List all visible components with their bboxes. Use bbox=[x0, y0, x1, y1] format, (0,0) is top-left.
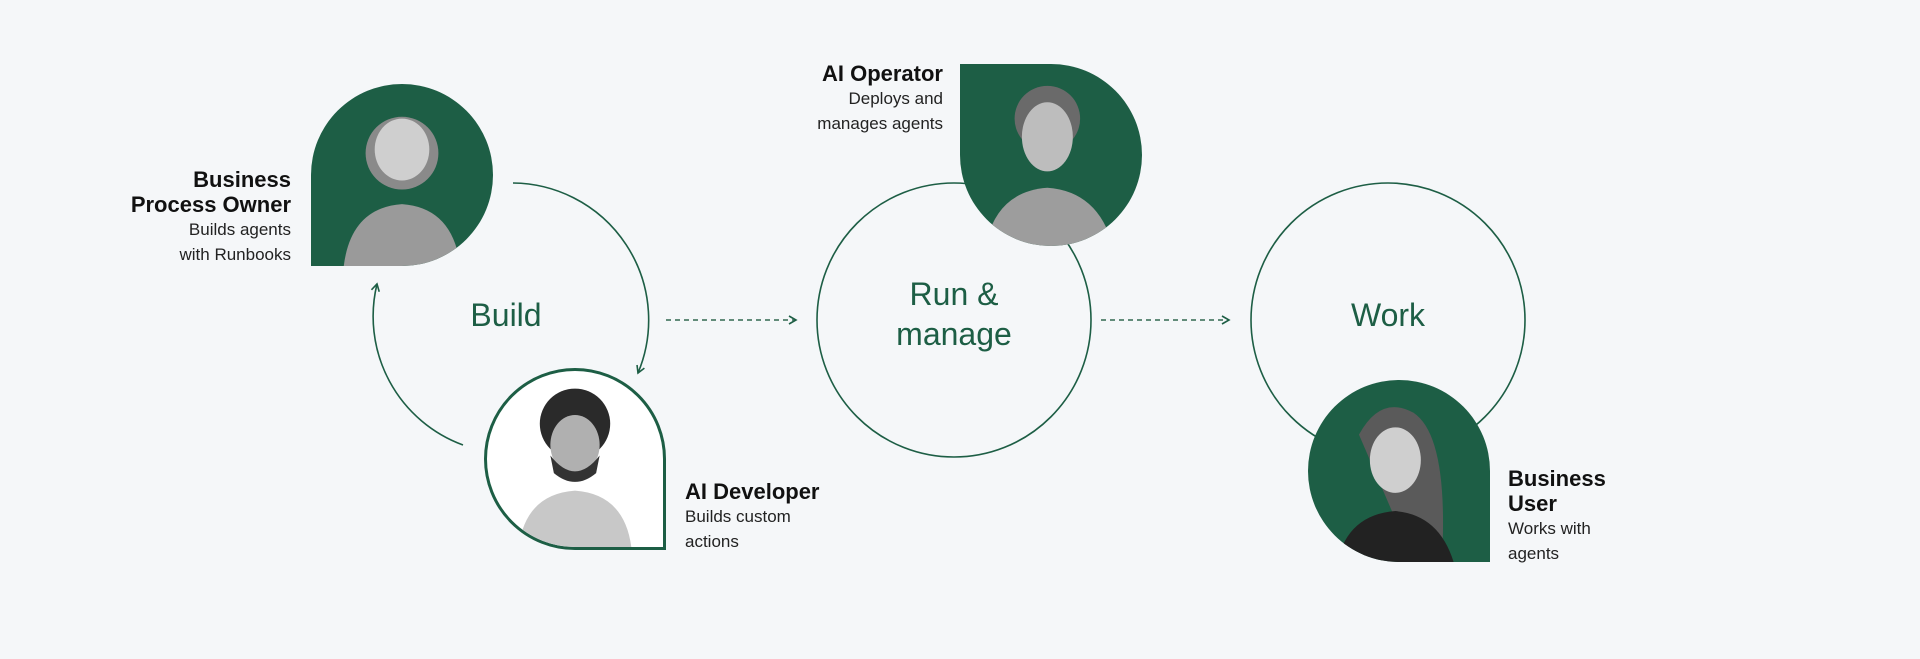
business-user-label: Business User Works with agents bbox=[1508, 466, 1606, 566]
stage-build: Build bbox=[470, 297, 542, 333]
role-desc: with Runbooks bbox=[179, 245, 291, 264]
role-desc: Builds custom bbox=[685, 507, 791, 526]
role-title: AI Operator bbox=[821, 61, 943, 86]
business-process-owner-photo bbox=[311, 84, 493, 266]
role-desc: Works with bbox=[1508, 519, 1591, 538]
stage-run-line1: Run & bbox=[909, 276, 999, 312]
role-title: AI Developer bbox=[685, 479, 820, 504]
build-cycle-arc-right bbox=[512, 182, 650, 375]
business-process-owner-label: Business Process Owner Builds agents wit… bbox=[131, 167, 291, 267]
ai-developer-label: AI Developer Builds custom actions bbox=[685, 479, 820, 554]
role-desc: actions bbox=[685, 532, 739, 551]
role-title: User bbox=[1508, 491, 1557, 516]
ai-developer-photo bbox=[484, 368, 666, 550]
business-user-photo bbox=[1308, 380, 1490, 562]
role-desc: manages agents bbox=[817, 114, 943, 133]
role-title: Business bbox=[193, 167, 291, 192]
build-cycle-arc-left bbox=[370, 282, 464, 446]
stage-run-manage: Run & manage bbox=[834, 274, 1074, 354]
ai-operator-label: AI Operator Deploys and manages agents bbox=[817, 61, 943, 136]
role-title: Business bbox=[1508, 466, 1606, 491]
role-desc: Deploys and bbox=[848, 89, 943, 108]
stage-work: Work bbox=[1350, 297, 1426, 333]
role-desc: Builds agents bbox=[188, 220, 291, 239]
stage-run-line2: manage bbox=[896, 316, 1012, 352]
ai-operator-photo bbox=[960, 64, 1142, 246]
role-title: Process Owner bbox=[130, 192, 291, 217]
run-manage-circle bbox=[816, 182, 1092, 458]
role-desc: agents bbox=[1508, 544, 1560, 563]
